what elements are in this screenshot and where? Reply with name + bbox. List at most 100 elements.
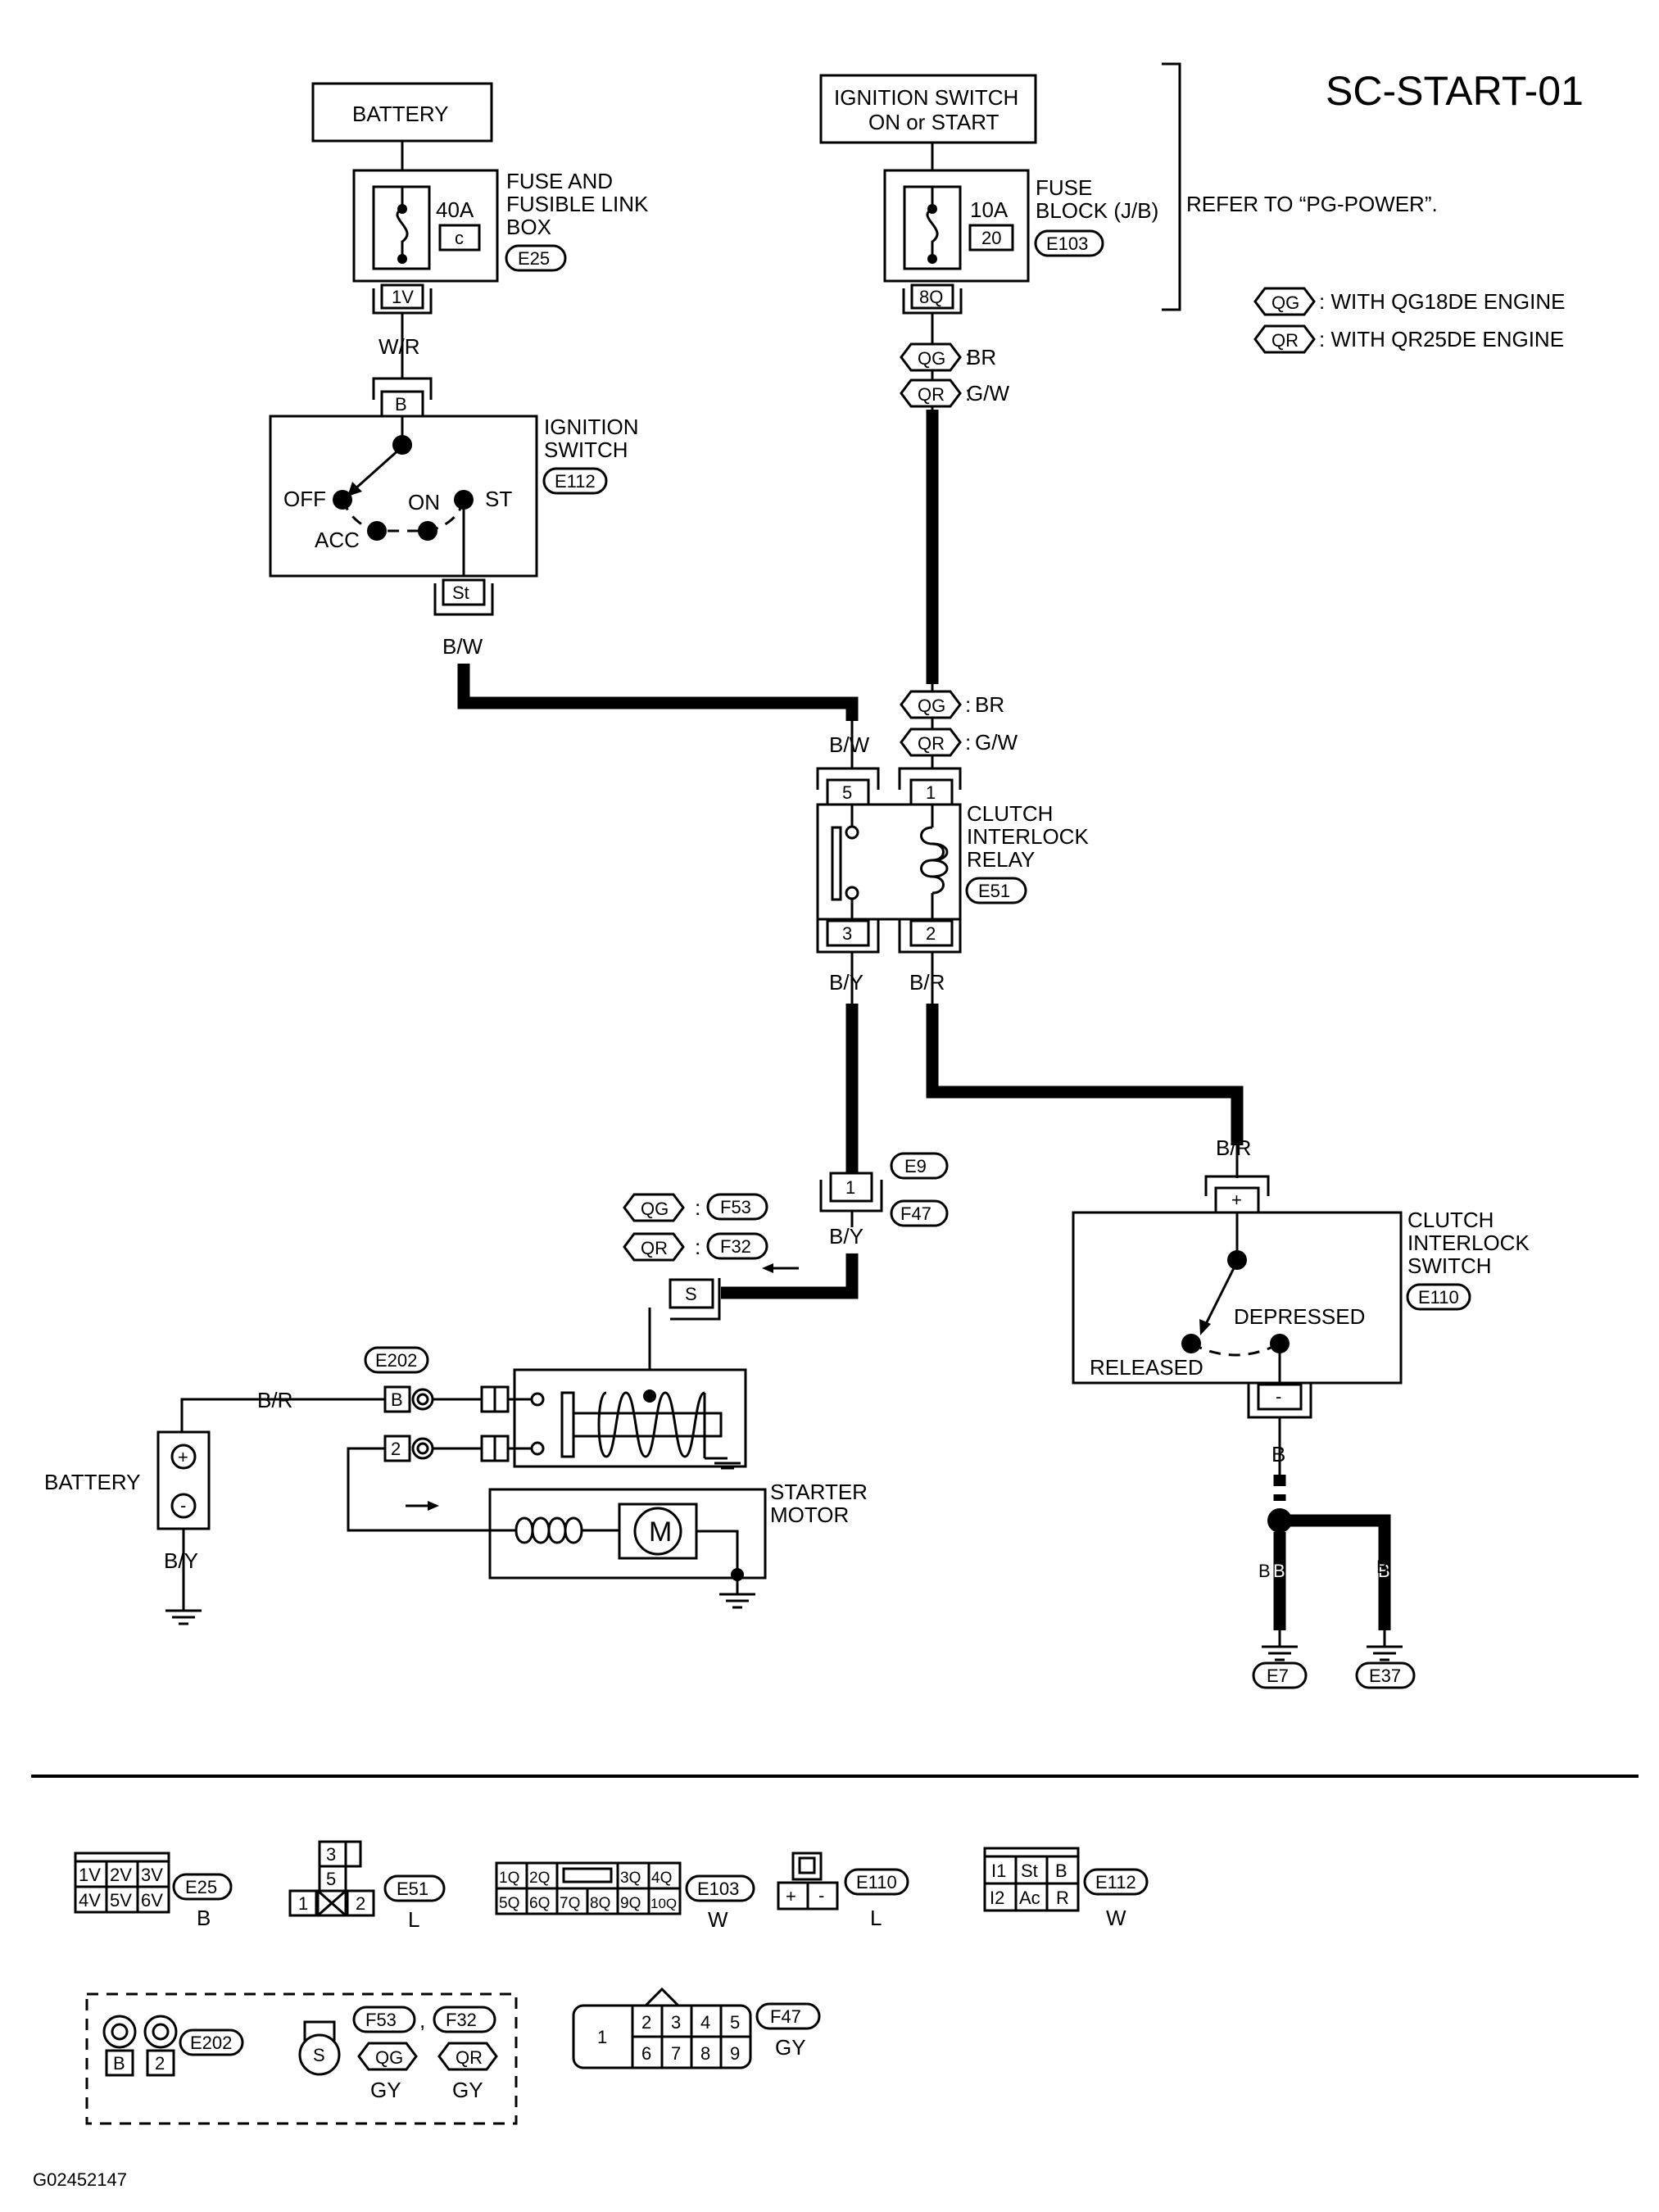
svg-text:QR: QR: [1271, 330, 1299, 351]
svg-text:7: 7: [671, 2043, 681, 2064]
svg-text:2Q: 2Q: [529, 1870, 550, 1887]
svg-text:+: +: [786, 1886, 796, 1906]
connector-e25: E25: [518, 248, 550, 269]
svg-text:1V: 1V: [79, 1865, 101, 1885]
svg-text:B: B: [1055, 1861, 1067, 1881]
connector-e110: E110: [1418, 1287, 1459, 1308]
svg-text:E112: E112: [1095, 1872, 1136, 1892]
inline-connector-e9-f47: 1 E9 F47: [819, 1152, 949, 1227]
wire-b-label-3: B: [1378, 1561, 1390, 1581]
legend-f53-f32: S F53 , F32 QG QR GY GY: [298, 2006, 498, 2102]
svg-text::: :: [965, 730, 971, 755]
svg-text:B: B: [395, 394, 407, 415]
svg-text:9Q: 9Q: [620, 1895, 641, 1912]
svg-text:10Q: 10Q: [650, 1896, 677, 1911]
svg-text:10A: 10A: [970, 197, 1009, 222]
svg-text::: :: [695, 1235, 700, 1259]
ign-source-box: [819, 74, 1037, 144]
svg-text:8Q: 8Q: [919, 287, 943, 307]
svg-text:ON: ON: [408, 490, 440, 514]
svg-text:3V: 3V: [141, 1865, 163, 1885]
svg-text:8Q: 8Q: [590, 1895, 610, 1912]
diagram-title: SC-START-01: [1326, 68, 1584, 114]
legend-e25: 1V 2V 3V 4V 5V 6V E25 B: [74, 1852, 233, 1930]
wire-by-label-2: B/Y: [829, 1224, 863, 1249]
svg-text:5: 5: [842, 782, 852, 803]
svg-text:+: +: [178, 1447, 188, 1467]
svg-text:1: 1: [926, 782, 936, 803]
connector-e9: E9: [904, 1156, 927, 1176]
svg-text:I2: I2: [990, 1888, 1004, 1908]
e202-terminals: E202 B 2: [364, 1346, 482, 1462]
svg-text:W: W: [1106, 1906, 1126, 1930]
svg-text:GY: GY: [775, 2035, 806, 2060]
svg-text::: :: [965, 381, 971, 406]
svg-text:CLUTCH: CLUTCH: [1407, 1208, 1494, 1232]
svg-text:R: R: [1056, 1888, 1069, 1908]
svg-text:M: M: [649, 1516, 672, 1548]
svg-text:B/Y: B/Y: [164, 1548, 198, 1573]
svg-text:5Q: 5Q: [499, 1895, 519, 1912]
svg-text::: :: [695, 1195, 700, 1220]
legend-e110: + - E110 L: [777, 1852, 909, 1930]
svg-text:7Q: 7Q: [560, 1895, 580, 1912]
svg-text:B: B: [197, 1906, 211, 1930]
wire-br-label-1: B/R: [909, 970, 945, 995]
svg-text:5: 5: [730, 2012, 740, 2033]
svg-text:ON or START: ON or START: [868, 110, 999, 134]
wire-wr-label: W/R: [378, 334, 420, 359]
svg-text:RELAY: RELAY: [967, 847, 1035, 872]
svg-text:E110: E110: [856, 1872, 897, 1892]
svg-text:F47: F47: [770, 2006, 801, 2027]
svg-text:6V: 6V: [141, 1890, 163, 1911]
starter-motor: S M STARTER MOTOR: [480, 1278, 868, 1609]
svg-text:SWITCH: SWITCH: [1407, 1253, 1492, 1278]
svg-text:B: B: [391, 1389, 403, 1410]
svg-text:STARTER: STARTER: [770, 1480, 868, 1504]
svg-text:E103: E103: [697, 1879, 739, 1899]
svg-text:F53: F53: [365, 2010, 397, 2030]
engine-legend: QG : WITH QG18DE ENGINE QR : WITH QR25DE…: [1253, 287, 1566, 354]
svg-text:E51: E51: [397, 1879, 428, 1899]
svg-text:6: 6: [641, 2043, 651, 2064]
svg-text:S: S: [313, 2045, 325, 2065]
svg-text:QG: QG: [1271, 292, 1299, 313]
refer-note: REFER TO “PG-POWER”.: [1186, 192, 1438, 216]
svg-text:c: c: [455, 228, 464, 248]
svg-text:3: 3: [842, 923, 852, 944]
connector-f47: F47: [900, 1203, 931, 1224]
svg-text:S: S: [685, 1284, 697, 1304]
svg-text:Ac: Ac: [1019, 1888, 1040, 1908]
connector-e112: E112: [555, 471, 596, 492]
svg-text:QG: QG: [918, 696, 945, 716]
battery-side: + - BATTERY B/Y: [44, 1430, 211, 1625]
svg-text:QR: QR: [918, 733, 945, 754]
svg-text:BR: BR: [967, 345, 996, 369]
svg-text:3: 3: [671, 2012, 681, 2033]
svg-text:1: 1: [845, 1177, 855, 1198]
legend-qr-tag: [1253, 324, 1316, 354]
svg-text:BLOCK (J/B): BLOCK (J/B): [1036, 198, 1158, 223]
svg-text:: WITH QG18DE ENGINE: : WITH QG18DE ENGINE: [1319, 289, 1566, 314]
svg-text:INTERLOCK: INTERLOCK: [967, 824, 1089, 849]
fuse-block: 10A 20 FUSE BLOCK (J/B) E103 8Q: [883, 169, 1158, 315]
svg-text:G/W: G/W: [967, 381, 1009, 406]
svg-text:-: -: [1276, 1386, 1281, 1407]
figure-code: G02452147: [33, 2169, 127, 2190]
svg-text:4: 4: [700, 2012, 710, 2033]
starter-conn-tags: QG : F53 QR : F32: [623, 1193, 768, 1262]
legend-e112: I1 St B I2 Ac R E112 W: [983, 1847, 1149, 1930]
fuse-link-box: 40A c FUSE AND FUSIBLE LINK BOX E25 1V: [352, 169, 649, 315]
svg-text:FUSE AND: FUSE AND: [506, 169, 613, 193]
svg-text:4Q: 4Q: [651, 1870, 672, 1887]
ground-e37: E37: [1369, 1666, 1401, 1686]
svg-text:IGNITION SWITCH: IGNITION SWITCH: [834, 85, 1018, 110]
svg-text:FUSIBLE LINK: FUSIBLE LINK: [506, 192, 649, 216]
connector-e202: E202: [375, 1350, 417, 1371]
svg-text:QG: QG: [641, 1199, 669, 1219]
svg-text:3Q: 3Q: [620, 1870, 641, 1887]
svg-text:BR: BR: [975, 692, 1004, 717]
svg-text:St: St: [452, 582, 469, 603]
svg-text:QG: QG: [918, 348, 945, 369]
legend-e202: B 2 E202: [102, 2015, 244, 2077]
